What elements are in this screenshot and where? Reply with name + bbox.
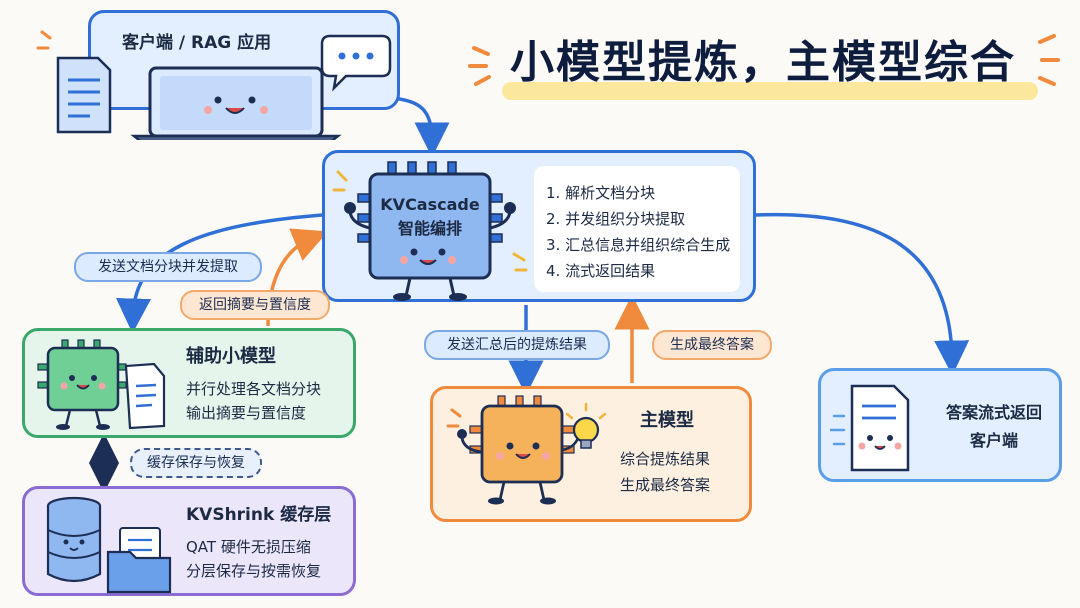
label-final-answer: 生成最终答案 (652, 330, 772, 360)
client-label: 客户端 / RAG 应用 (122, 33, 272, 53)
title-sparkle-left-icon (468, 46, 491, 86)
laptop-icon (130, 66, 342, 140)
label-return-summary: 返回摘要与置信度 (180, 290, 330, 320)
shrink-line-1: QAT 硬件无损压缩 (186, 538, 311, 556)
shrink-title: KVShrink 缓存层 (186, 505, 332, 525)
main-sparkle-icon (446, 408, 462, 428)
lightbulb-icon (561, 402, 607, 452)
chat-bubble-icon (320, 34, 392, 92)
main-model-title: 主模型 (640, 410, 694, 431)
client-sparkle-icon (36, 30, 52, 50)
speed-lines-icon (830, 414, 846, 446)
cascade-step-3: 3. 汇总信息并组织综合生成 (546, 236, 731, 254)
helper-illustration (37, 339, 166, 430)
label-send-chunks: 发送文档分块并发提取 (74, 252, 262, 282)
answer-document-icon (850, 384, 910, 472)
cpu-chip-icon (344, 161, 516, 301)
green-chip-icon (37, 339, 127, 430)
page-title: 小模型提炼，主模型综合 (510, 37, 1016, 88)
shrink-illustration (46, 496, 172, 594)
cascade-step-4: 4. 流式返回结果 (546, 262, 656, 280)
folder-icon (106, 527, 172, 594)
answer-line-2: 客户端 (969, 431, 1018, 450)
label-send-results: 发送汇总后的提炼结果 (424, 330, 610, 360)
helper-line-2: 输出摘要与置信度 (186, 404, 307, 422)
title-highlight (502, 82, 1038, 100)
orange-chip-icon (457, 395, 575, 505)
cascade-step-1: 1. 解析文档分块 (546, 184, 656, 202)
cascade-chip-subtitle: 智能编排 (397, 219, 462, 238)
shrink-line-2: 分层保存与按需恢复 (186, 562, 322, 580)
answer-illustration (830, 384, 910, 472)
main-model-line-2: 生成最终答案 (620, 476, 711, 494)
arrow-cascade-to-helper (116, 213, 323, 334)
cascade-steps-card (534, 166, 740, 292)
client-illustration (36, 30, 392, 140)
cascade-chip-name: KVCascade (380, 195, 480, 214)
main-model-line-1: 综合提炼结果 (620, 450, 711, 468)
database-icon (46, 496, 102, 583)
cascade-sparkle-icon (332, 170, 528, 272)
label-cache: 缓存保存与恢复 (130, 448, 262, 478)
helper-line-1: 并行处理各文档分块 (186, 380, 322, 398)
cascade-chip-illustration (332, 161, 528, 301)
title-sparkle-right-icon (1038, 34, 1060, 86)
answer-line-1: 答案流式返回 (945, 403, 1042, 422)
helper-document-icon (124, 362, 166, 430)
main-model-illustration (446, 395, 607, 505)
document-icon (56, 56, 112, 134)
arrow-cascade-to-answer (755, 212, 970, 376)
cascade-step-2: 2. 并发组织分块提取 (546, 210, 686, 228)
helper-title: 辅助小模型 (186, 346, 276, 367)
